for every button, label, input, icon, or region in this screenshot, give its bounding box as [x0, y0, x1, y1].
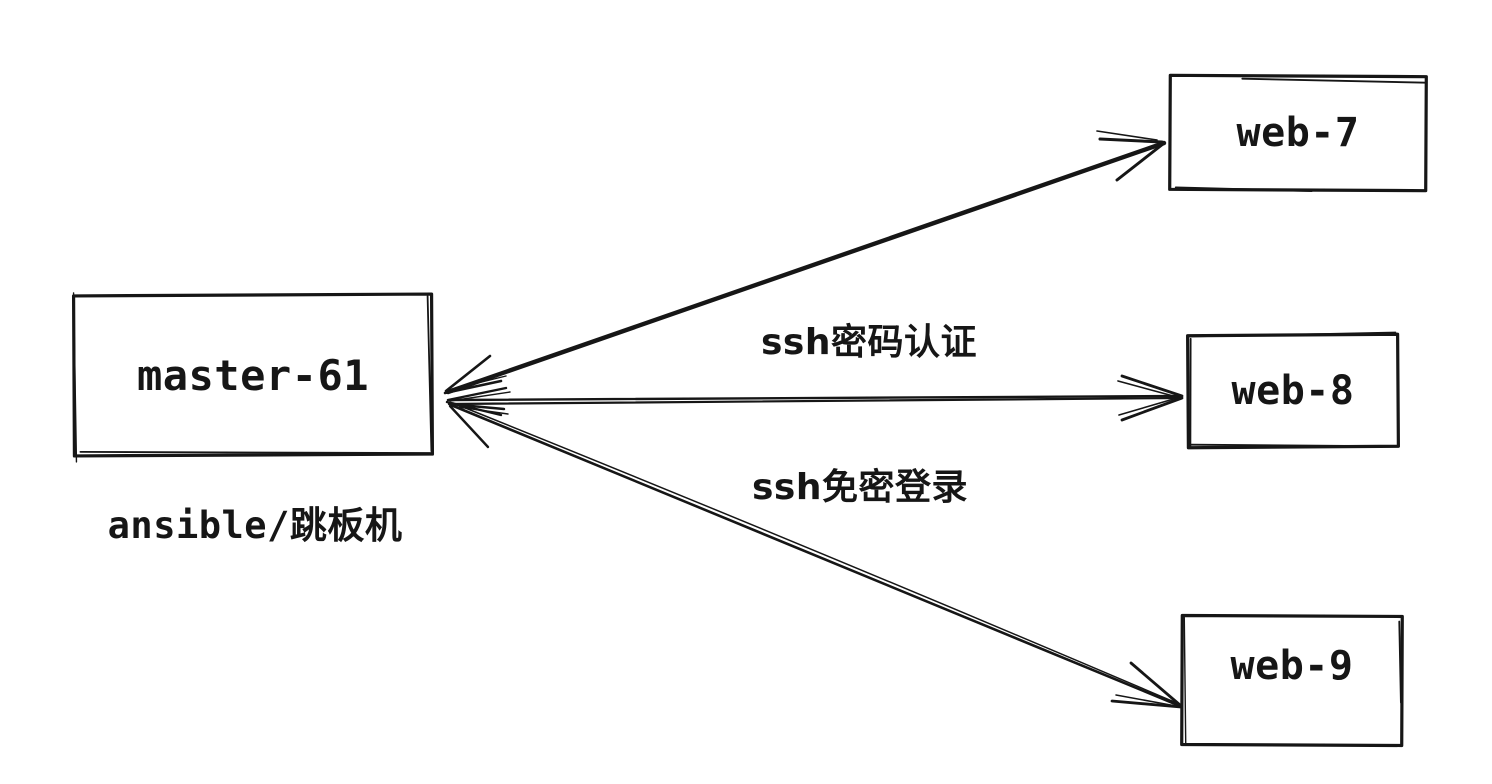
- node-master-label: master-61: [136, 350, 370, 400]
- arrowhead-at-master-from-web9: [449, 404, 508, 447]
- arrowhead-at-web9: [1112, 663, 1181, 707]
- edge-label-password-auth: ssh密码认证: [761, 322, 977, 363]
- node-web8-box: [1188, 332, 1399, 447]
- node-master-box: [74, 291, 433, 462]
- edge-master-web7: [445, 131, 1164, 393]
- node-web9-label: web-9: [1230, 643, 1354, 689]
- arrowhead-at-master-from-web8: [447, 388, 510, 415]
- node-web9-box: [1182, 616, 1403, 746]
- arrowhead-at-master-from-web7: [445, 356, 506, 393]
- node-web8-label: web-8: [1231, 368, 1355, 414]
- edge-master-web9: [449, 403, 1181, 707]
- arrowhead-at-web7: [1097, 131, 1163, 180]
- arrowhead-at-web8: [1118, 376, 1182, 420]
- edge-label-passwordless-login: ssh免密登录: [752, 467, 968, 508]
- edge-master-web8: [447, 376, 1182, 420]
- node-master-caption: ansible/跳板机: [107, 504, 403, 547]
- node-web7-box: [1170, 75, 1427, 191]
- node-web7-label: web-7: [1236, 110, 1360, 156]
